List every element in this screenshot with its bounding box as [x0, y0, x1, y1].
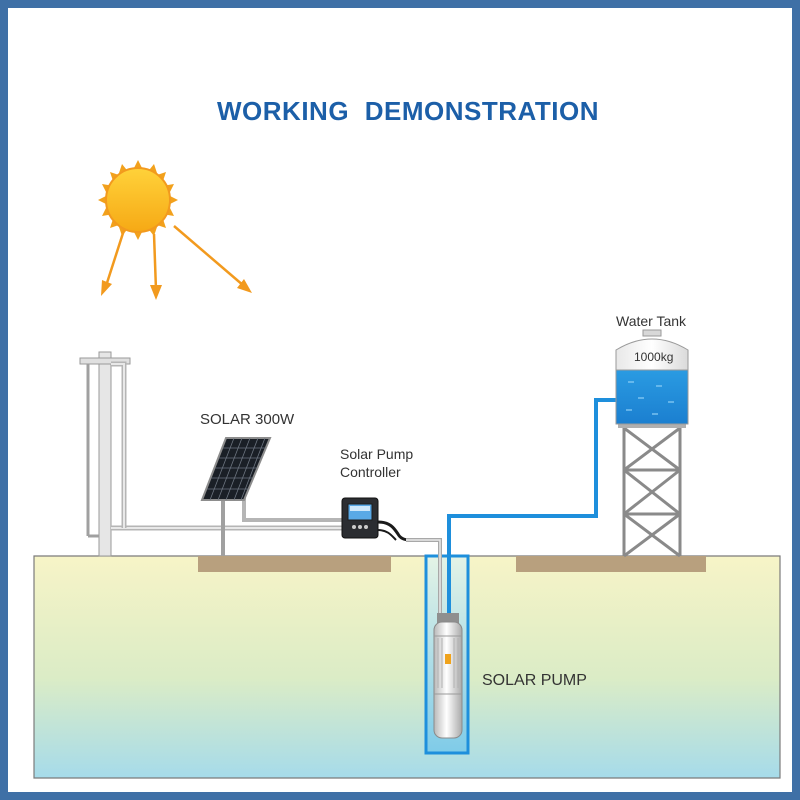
solar-panel-icon: [200, 437, 342, 556]
controller-label-line1: Solar Pump: [340, 446, 414, 462]
tank-foundation: [516, 556, 706, 572]
sun-ray-arrows: [101, 225, 252, 300]
submersible-pump-icon: [433, 613, 463, 739]
ground: [33, 555, 781, 779]
water-tank-icon: [615, 329, 689, 558]
controller-label-line2: Controller: [340, 464, 401, 480]
diagram-canvas: [33, 160, 781, 779]
pole-and-cables: [79, 351, 342, 557]
tank-capacity-label: 1000kg: [634, 350, 674, 364]
solar-pump-label: SOLAR PUMP: [482, 672, 587, 689]
water-pipe: [447, 398, 620, 623]
pump-controller-icon: [341, 497, 442, 618]
page-title: WORKING DEMONSTRATION: [217, 96, 599, 126]
sun-icon: [98, 160, 178, 240]
water-tank-label: Water Tank: [616, 313, 687, 329]
panel-foundation: [198, 556, 391, 572]
solar-panel-label: SOLAR 300W: [200, 411, 295, 428]
